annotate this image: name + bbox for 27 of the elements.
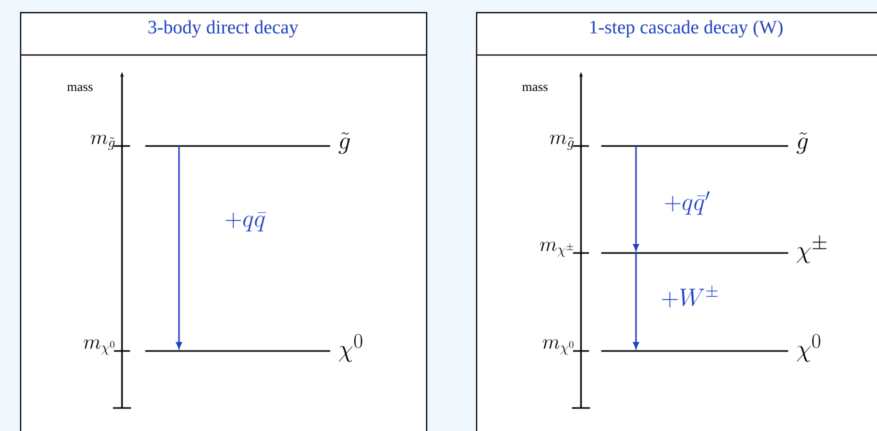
particle-label: $\chi^{0}$	[338, 334, 362, 362]
panel-title: 1-step cascade decay (W)	[590, 20, 782, 38]
particle-label: $\tilde{g}$	[338, 132, 350, 154]
panel	[476, 12, 877, 431]
arrow	[633, 146, 639, 251]
panel	[20, 12, 428, 431]
axis-label: mass	[522, 84, 548, 92]
particle-label: $\chi^{0}$	[796, 334, 820, 362]
energy-level-line	[601, 350, 788, 352]
arrow	[633, 253, 639, 349]
mass-label: $m_{\tilde{g}}$	[90, 134, 115, 150]
particle-label: $\tilde{g}$	[796, 132, 808, 154]
edge-label: $+W^{\pm}$	[662, 285, 718, 308]
edge-label: $+q\bar{q}$	[226, 212, 266, 232]
mass-label: $m_{\tilde{g}}$	[550, 134, 574, 150]
particle-label: $\chi^{\pm}$	[796, 235, 826, 264]
energy-level-line	[145, 350, 330, 352]
energy-level-line	[601, 252, 788, 254]
mass-label: $m_{\chi^{\pm}}$	[540, 242, 574, 257]
mass-label: $m_{\chi^{0}}$	[542, 339, 574, 355]
axis-label: mass	[67, 84, 93, 92]
energy-level-line	[601, 145, 788, 147]
panel-title: 3-body direct decay	[148, 20, 298, 38]
mass-label: $m_{\chi^{0}}$	[84, 339, 114, 355]
arrow	[176, 146, 182, 349]
edge-label: $+q\bar{q}'$	[664, 191, 710, 215]
energy-level-line	[145, 145, 330, 147]
